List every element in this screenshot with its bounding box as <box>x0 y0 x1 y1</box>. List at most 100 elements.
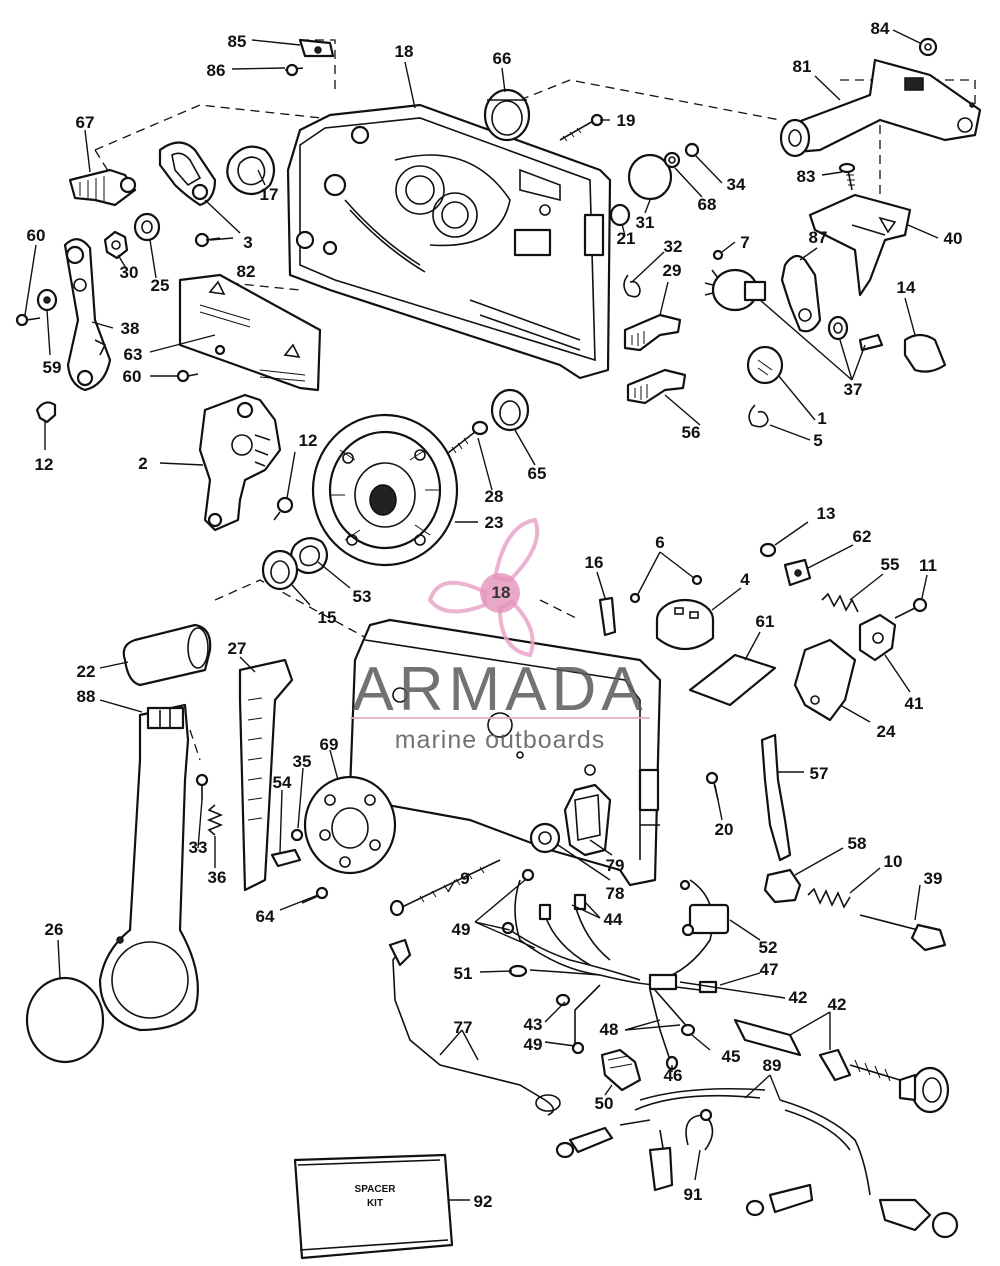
callout-22: 22 <box>77 662 96 681</box>
callout-84: 84 <box>871 19 890 38</box>
part-33-screw <box>195 773 209 800</box>
callout-77: 77 <box>454 1018 473 1037</box>
callout-27: 27 <box>228 639 247 658</box>
callout-17: 17 <box>260 185 279 204</box>
part-84-nut <box>918 37 938 57</box>
callout-11: 11 <box>919 556 937 575</box>
part-35-screw <box>290 828 304 842</box>
part-14-handle-cap <box>903 333 947 373</box>
callout-55: 55 <box>881 555 900 574</box>
callout-67: 67 <box>76 113 95 132</box>
part-55-spring <box>821 592 859 613</box>
callout-53: 53 <box>353 587 372 606</box>
callout-7: 7 <box>740 233 749 252</box>
part-61-decal <box>688 653 777 707</box>
part-25-washer <box>133 212 161 242</box>
callout-39: 39 <box>924 869 943 888</box>
watermark-brand: ARMADA <box>352 655 647 724</box>
callout-36: 36 <box>208 868 227 887</box>
propeller-blade-left <box>427 580 487 614</box>
callout-37: 37 <box>844 380 863 399</box>
part-60-screw-b <box>176 369 199 383</box>
callout-89: 89 <box>763 1056 782 1075</box>
callout-32: 32 <box>664 237 683 256</box>
part-4-switch <box>655 598 715 650</box>
part-12-knob-mid <box>273 496 294 521</box>
part-38-lever <box>63 238 112 392</box>
callout-45: 45 <box>722 1047 741 1066</box>
callout-26: 26 <box>45 920 64 939</box>
callout-49-bottom: 49 <box>524 1035 543 1054</box>
callout-66: 66 <box>493 49 512 68</box>
part-50-connector <box>600 1048 642 1092</box>
callout-12-mid: 12 <box>299 431 318 450</box>
callout-91: 91 <box>684 1185 703 1204</box>
callout-54: 54 <box>273 773 292 792</box>
callout-3: 3 <box>243 233 252 252</box>
part-19-screw <box>559 113 604 142</box>
part-39-pin <box>859 914 947 952</box>
part-52-switch <box>681 903 730 937</box>
callout-51: 51 <box>454 964 473 983</box>
callout-4: 4 <box>740 570 750 589</box>
part-78-nut <box>529 822 561 854</box>
part-24-plate <box>793 638 857 722</box>
part-54-pin <box>270 848 302 868</box>
part-60-screw-a <box>15 313 41 327</box>
part-89-battery-cables <box>555 1087 959 1239</box>
spacer-kit-label-line2: KIT <box>367 1198 383 1209</box>
callout-6: 6 <box>655 533 664 552</box>
callout-34: 34 <box>727 175 746 194</box>
callout-33: 33 <box>189 838 208 857</box>
callout-1: 1 <box>817 409 826 428</box>
callout-20: 20 <box>715 820 734 839</box>
callout-31: 31 <box>636 213 655 232</box>
callout-82: 82 <box>237 262 256 281</box>
part-56-cam <box>626 368 687 405</box>
callout-25: 25 <box>151 276 170 295</box>
callout-56: 56 <box>682 423 701 442</box>
part-7-screw <box>712 249 724 261</box>
propeller-logo <box>427 517 540 658</box>
part-2-bracket <box>198 393 282 532</box>
propeller-blade-right <box>497 599 535 658</box>
part-40-bracket <box>808 193 912 297</box>
callout-28: 28 <box>485 487 504 506</box>
callout-69: 69 <box>320 735 339 754</box>
part-59-washer <box>36 288 58 312</box>
callout-24: 24 <box>877 722 896 741</box>
part-12-knob-left <box>35 401 57 424</box>
callout-44: 44 <box>604 910 623 929</box>
callout-23: 23 <box>485 513 504 532</box>
callout-13: 13 <box>817 504 836 523</box>
part-32-spring <box>623 274 641 298</box>
part-87-latch <box>780 254 822 333</box>
callout-78: 78 <box>606 884 625 903</box>
part-57-link <box>760 733 792 862</box>
part-15-bushing <box>261 549 299 591</box>
part-6-screws <box>629 574 703 604</box>
callout-68: 68 <box>698 195 717 214</box>
callout-15: 15 <box>318 608 337 627</box>
part-21-bushing <box>609 203 631 227</box>
part-62-block <box>783 558 812 587</box>
part-29-cam <box>623 313 682 352</box>
part-20-screw <box>705 771 719 801</box>
callout-35: 35 <box>293 752 312 771</box>
callout-29: 29 <box>663 261 682 280</box>
callout-40: 40 <box>944 229 963 248</box>
callout-50: 50 <box>595 1094 614 1113</box>
part-69-gear <box>303 775 397 875</box>
part-30-nut <box>103 230 129 260</box>
callout-85: 85 <box>228 32 247 51</box>
part-31-disc <box>627 153 673 201</box>
callout-60-top: 60 <box>27 226 46 245</box>
callout-16: 16 <box>585 553 604 572</box>
part-28-bolt <box>447 420 489 454</box>
callout-61: 61 <box>756 612 775 631</box>
part-81-arm <box>779 58 982 158</box>
callout-64: 64 <box>256 907 275 926</box>
callout-83: 83 <box>797 167 816 186</box>
callout-58: 58 <box>848 834 867 853</box>
